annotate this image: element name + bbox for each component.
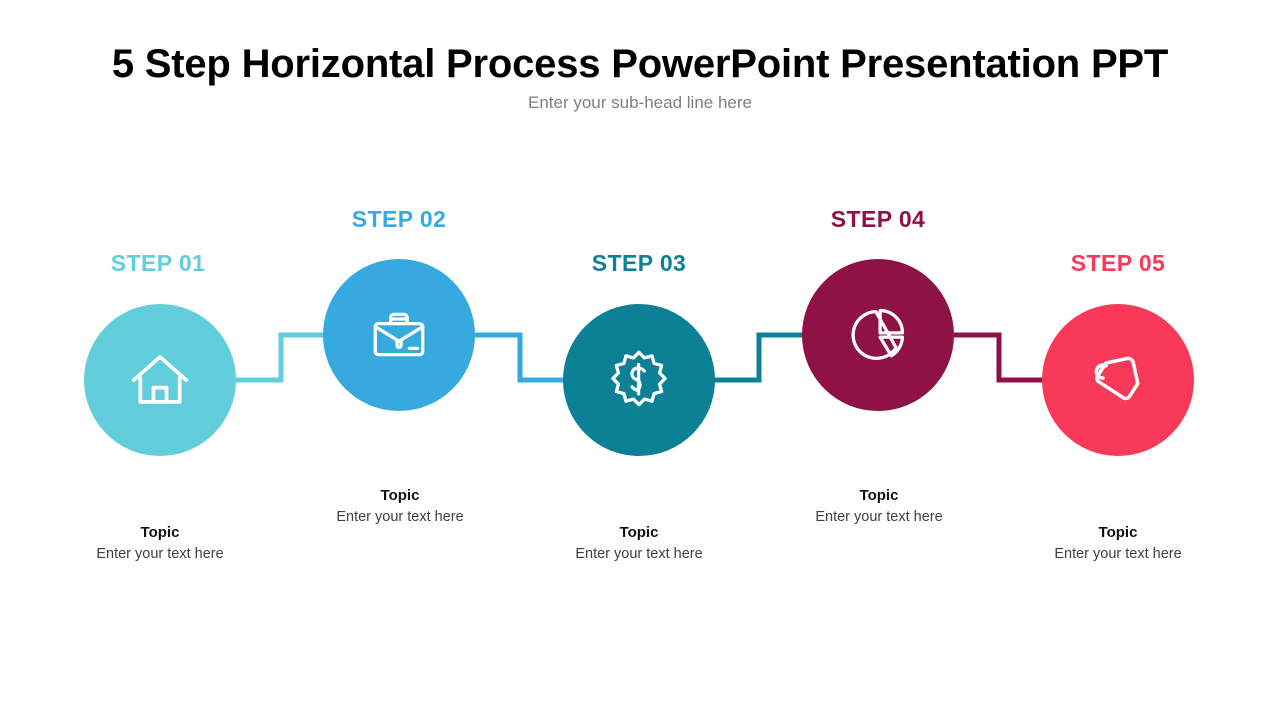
step-caption-4: Topic Enter your text here: [749, 486, 1009, 528]
page-title: 5 Step Horizontal Process PowerPoint Pre…: [111, 42, 1169, 86]
briefcase-icon: [366, 302, 432, 368]
step-topic-4: Topic: [859, 487, 899, 504]
step-circle-1[interactable]: [84, 304, 236, 456]
connector-3-4: [714, 332, 803, 383]
step-topic-1: Topic: [140, 524, 180, 541]
step-topic-5: Topic: [1098, 524, 1138, 541]
step-desc-4: Enter your text here: [815, 509, 943, 525]
step-desc-3: Enter your text here: [575, 546, 703, 562]
page-subtitle: Enter your sub-head line here: [528, 93, 752, 112]
connector-1-2: [236, 332, 325, 383]
pie-chart-icon: [844, 301, 912, 369]
step-label-4: STEP 04: [830, 206, 926, 232]
step-label-5: STEP 05: [1070, 250, 1166, 276]
step-topic-2: Topic: [380, 487, 420, 504]
step-caption-3: Topic Enter your text here: [509, 523, 769, 565]
price-tag-icon: [1083, 345, 1153, 415]
gear-dollar-icon: [605, 346, 673, 414]
step-label-1: STEP 01: [110, 250, 206, 276]
connector-4-5: [954, 332, 1043, 383]
step-desc-1: Enter your text here: [96, 546, 224, 562]
step-caption-5: Topic Enter your text here: [988, 523, 1248, 565]
step-topic-3: Topic: [619, 524, 659, 541]
home-icon: [125, 345, 195, 415]
step-label-3: STEP 03: [591, 250, 687, 276]
step-circle-3[interactable]: [563, 304, 715, 456]
step-circle-4[interactable]: [802, 259, 954, 411]
step-desc-2: Enter your text here: [336, 509, 464, 525]
step-label-2: STEP 02: [351, 206, 447, 232]
step-desc-5: Enter your text here: [1054, 546, 1182, 562]
step-caption-2: Topic Enter your text here: [270, 486, 530, 528]
step-circle-2[interactable]: [323, 259, 475, 411]
step-circle-5[interactable]: [1042, 304, 1194, 456]
connector-2-3: [475, 332, 564, 383]
step-caption-1: Topic Enter your text here: [30, 523, 290, 565]
